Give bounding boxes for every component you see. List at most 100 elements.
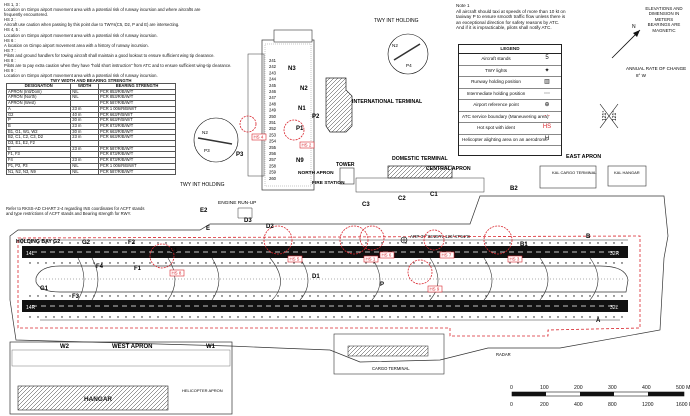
twy-light [213,242,215,244]
twy-light [165,262,167,264]
hotspot-note-line: Aircraft use caution when passing by thi… [4,22,180,28]
twy-light [173,295,175,297]
hotspot-tag [169,269,185,277]
twy-light [277,262,279,264]
taxiway-label: P2 [312,114,320,120]
twy-table-title: TWY WIDTH AND BEARING STRENGTH [50,78,132,83]
twy-light [477,242,479,244]
twy-light [205,242,207,244]
twy-light [445,316,447,318]
twy-light [197,262,199,264]
refer-note: Refer to RKSS-AD CHART 2-4 regarding INS… [6,206,206,216]
twy-light [325,262,327,264]
twy-light [341,242,343,244]
twy-light [341,295,343,297]
legend-label: TWY lights [484,67,508,73]
stand-label: 248 [269,101,277,106]
twy-light [213,295,215,297]
twy-light [565,295,567,297]
engine-run-up-label: ENGINE RUN-UP [218,200,256,206]
north-apron-label: NORTH APRON [298,170,334,176]
twy-light [413,316,415,318]
twy-light [597,316,599,318]
twy-light [509,242,511,244]
twy-light [69,262,71,264]
twy-light [69,316,71,318]
twy-light [389,316,391,318]
twy-light [157,316,159,318]
twy-light [189,295,191,297]
twy-light [533,242,535,244]
taxiway-labels: ABB1B2C1C2C3D1D2D3EE1E2F1F2F3F4G1G2PP1P2… [40,66,601,350]
note-line: an exceptional direction for safety reas… [456,19,560,25]
twy-light [229,262,231,264]
stand-label: 250 [269,114,277,119]
twy-light [221,316,223,318]
legend-row: ATC service boundary (Maneuvering area)-… [459,112,561,123]
twy-light [101,242,103,244]
twy-light [253,262,255,264]
helicopter-apron-label: HELICOPTER APRON [182,388,223,393]
twy-table-cell: PCR 873/R/B/W/T [98,122,176,130]
twy-light [389,262,391,264]
twy-light [485,262,487,264]
twy-light [461,316,463,318]
twy-light [541,295,543,297]
taxiway-label: B1 [520,242,528,248]
twy-light [549,262,551,264]
refer-note-line: Refer to RKSS-AD CHART 2-4 regarding INS… [6,206,145,211]
twy-table-cell: P1, P2, P3 [5,162,72,170]
twy-table-cell: PCR 663/R/B/W/T [98,128,176,136]
twy-light [181,295,183,297]
twy-light [61,316,63,318]
twy-light [125,242,127,244]
note-title: Note 1 [456,3,470,8]
twy-light [93,316,95,318]
twy-light [277,316,279,318]
twy-light [277,242,279,244]
stand-label: 260 [269,176,277,181]
twy-light [365,316,367,318]
twy-light [621,295,623,297]
hotspot-tag-label: HS 4 [254,135,264,140]
twy-table-cell: PCR 587/R/B/W/T [98,168,176,176]
twy-light [509,295,511,297]
taxiway-label: F2 [128,240,136,246]
twy-light [397,242,399,244]
twy-light [173,316,175,318]
twy-light [517,295,519,297]
twy-light [53,262,55,264]
twy-light [605,242,607,244]
tower-label: TOWER [336,162,355,168]
taxiway-label: G2 [82,240,91,246]
twy-light [565,262,567,264]
twy-light [429,295,431,297]
twy-light [613,295,615,297]
hotspot-marker [483,225,513,255]
twy-light [573,262,575,264]
twy-light [125,262,127,264]
hotspot-note-line: HS 9 : [4,68,16,74]
hotspot-note-line: HS 4, 5 : [4,27,21,33]
twy-light [581,262,583,264]
twy-light [213,262,215,264]
twy-light [221,262,223,264]
hotspot-tag [439,251,455,259]
scale-meter-label: 300 [608,385,617,391]
twy-light [109,262,111,264]
hotspot-note-line: frequently encountered. [4,12,48,18]
scale-meter-label: 500 METERS [676,385,690,391]
twy-light [53,242,55,244]
twy-light [141,316,143,318]
twy-light [237,295,239,297]
twy-light [533,295,535,297]
twy-light [405,316,407,318]
twy-light [133,316,135,318]
twy-light [413,242,415,244]
twy-light [301,295,303,297]
twy-light [149,242,151,244]
legend-symbol-icon: 5 [545,55,549,61]
taxiway-label: W2 [60,344,70,350]
twy-light [557,295,559,297]
